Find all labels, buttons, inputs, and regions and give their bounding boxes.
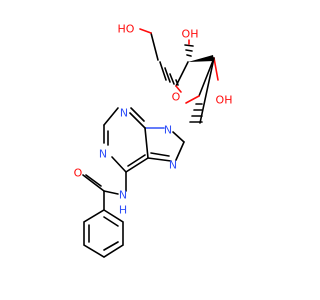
bond-n3-c2 — [103, 107, 119, 126]
bond-c5-ch2 — [150, 32, 159, 61]
bond-c2-c1 — [198, 57, 215, 97]
bond-ch2-o — [139, 28, 152, 34]
bond-c6-c5-inner — [127, 154, 146, 167]
bond-c4-c5 — [144, 127, 149, 159]
label-ho-top: HO — [118, 23, 135, 36]
bond-c1-o-ring — [185, 95, 200, 104]
bond-c6-c5 — [125, 157, 149, 173]
molecule-canvas: HO OH OH O N N N N N H O — [74, 23, 233, 258]
bond-c5-n7-inner — [150, 152, 170, 157]
label-o-carbonyl: O — [74, 167, 83, 180]
bond-c4-o-ring — [175, 85, 182, 93]
structure-drawing: HO OH OH O N N N N N H O — [74, 23, 233, 258]
bond-c8-n9 — [172, 131, 185, 143]
bond-n7-c8 — [175, 141, 185, 161]
label-nh: N — [119, 189, 127, 202]
hashed-c3-oh — [184, 44, 194, 57]
bond-c5-n7 — [147, 157, 172, 162]
phenyl-ring — [83, 209, 124, 258]
label-o-ring: O — [172, 91, 181, 104]
bond-c4-c3 — [175, 61, 189, 87]
bond-c2-o — [213, 57, 219, 81]
bond-n1-c6 — [111, 156, 127, 173]
bond-carbonyl-o — [82, 174, 105, 192]
bond-c4-n3 — [129, 112, 146, 129]
bond-carbonyl-o-inner — [85, 174, 102, 187]
hashed-c4-c5 — [159, 61, 179, 86]
label-oh-c3: OH — [182, 28, 199, 41]
bond-c2-methyl — [199, 57, 215, 124]
label-oh-c2: OH — [216, 94, 233, 107]
bond-c4-n3-inner — [130, 107, 145, 122]
label-h-nh: H — [119, 204, 127, 217]
label-n3: N — [120, 107, 128, 120]
label-n1: N — [99, 148, 107, 161]
wedge-c3-c2 — [188, 55, 214, 62]
label-n7: N — [169, 159, 177, 172]
label-n9: N — [164, 124, 172, 137]
bond-nh-carbonyl — [103, 190, 119, 195]
hashed-c1-n9 — [189, 103, 203, 123]
